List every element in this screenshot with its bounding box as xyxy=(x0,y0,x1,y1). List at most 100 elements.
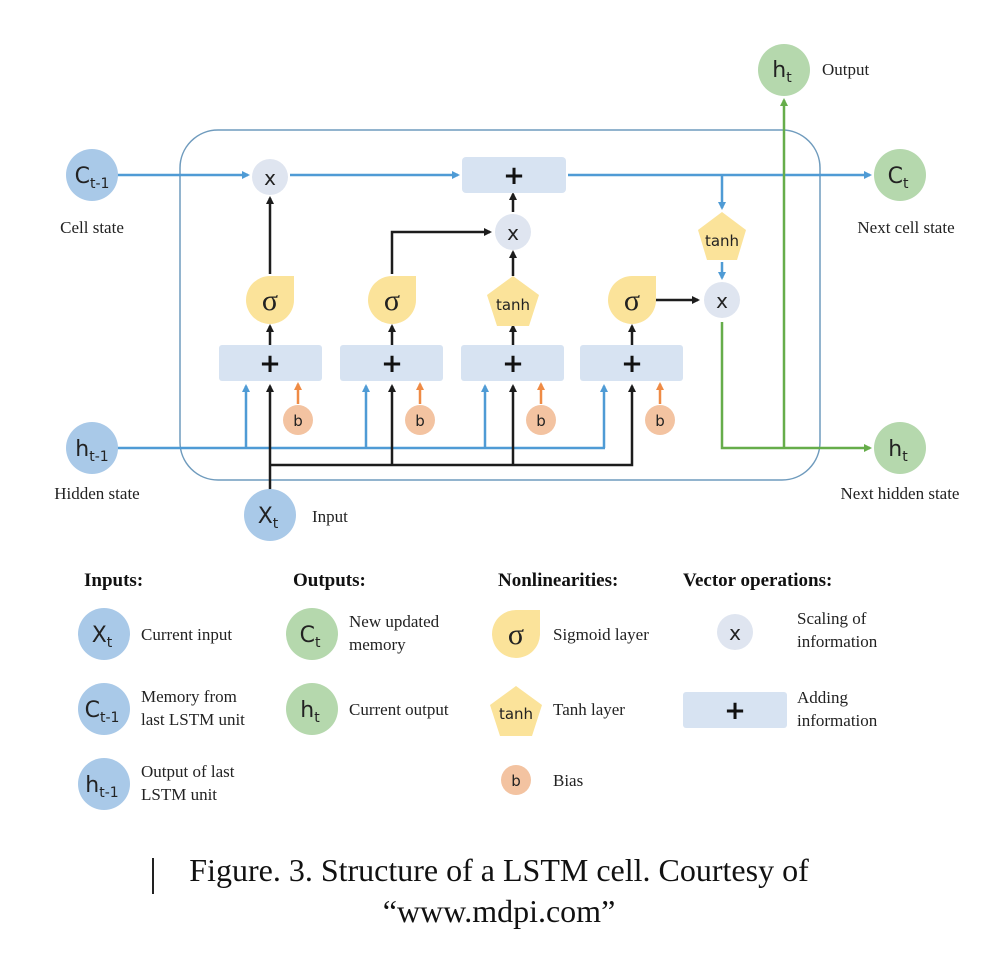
cell-state-label: Cell state xyxy=(60,218,124,237)
input-sigmoid-node: σ xyxy=(368,276,416,324)
input-label: Input xyxy=(312,507,348,526)
svg-text:+: + xyxy=(259,349,281,379)
caption-line-2: “www.mdpi.com” xyxy=(382,893,616,929)
h-next-node: ht xyxy=(874,422,926,474)
svg-text:Current output: Current output xyxy=(349,700,449,719)
legend-nonlinearities-title: Nonlinearities: xyxy=(498,570,618,591)
svg-text:tanh: tanh xyxy=(705,232,739,250)
legend-input-xt: Xt Current input xyxy=(78,608,232,660)
svg-text:b: b xyxy=(655,412,665,430)
input-add-block: + xyxy=(340,345,443,381)
c-prev-node: Ct-1 xyxy=(66,149,118,201)
h-prev-node: ht-1 xyxy=(66,422,118,474)
next-cell-state-label: Next cell state xyxy=(857,218,954,237)
svg-text:b: b xyxy=(293,412,303,430)
input-gate-line xyxy=(390,228,492,274)
svg-text:+: + xyxy=(621,349,643,379)
legend-outputs-title: Outputs: xyxy=(293,570,366,591)
svg-text:Memory from: Memory from xyxy=(141,687,237,706)
svg-text:σ: σ xyxy=(262,284,278,317)
svg-text:information: information xyxy=(797,632,878,651)
lstm-cell-boundary xyxy=(179,129,821,481)
svg-text:Xt: Xt xyxy=(92,623,113,651)
svg-text:Scaling of: Scaling of xyxy=(797,609,867,628)
output-label: Output xyxy=(822,60,870,79)
legend-scaling: x Scaling of information xyxy=(717,609,878,651)
svg-text:memory: memory xyxy=(349,635,406,654)
svg-text:New updated: New updated xyxy=(349,612,440,631)
svg-text:σ: σ xyxy=(624,284,640,317)
svg-text:Ct: Ct xyxy=(888,164,909,192)
legend-inputs-title: Inputs: xyxy=(84,570,143,591)
forget-sigmoid-node: σ xyxy=(246,276,294,324)
svg-text:Sigmoid layer: Sigmoid layer xyxy=(553,625,649,644)
svg-text:σ: σ xyxy=(384,284,400,317)
output-sigmoid-node: σ xyxy=(608,276,656,324)
svg-text:b: b xyxy=(511,772,521,790)
svg-text:tanh: tanh xyxy=(496,296,530,314)
svg-text:+: + xyxy=(502,349,524,379)
svg-text:Ct: Ct xyxy=(300,623,321,651)
svg-text:information: information xyxy=(797,711,878,730)
x-t-node: Xt xyxy=(244,489,296,541)
svg-text:+: + xyxy=(503,161,525,191)
text-cursor xyxy=(152,858,154,894)
bias-node-4: b xyxy=(645,405,675,435)
svg-text:Ct-1: Ct-1 xyxy=(75,164,110,192)
candidate-add-block: + xyxy=(461,345,564,381)
legend-sigmoid: σ Sigmoid layer xyxy=(492,610,649,658)
legend-bias: b Bias xyxy=(501,765,583,795)
svg-text:last LSTM unit: last LSTM unit xyxy=(141,710,245,729)
lstm-diagram: Ct-1 Cell state ht-1 Hidden state Xt Inp… xyxy=(54,44,960,810)
hidden-state-label: Hidden state xyxy=(54,484,139,503)
svg-text:ht: ht xyxy=(772,58,792,86)
svg-text:Current input: Current input xyxy=(141,625,232,644)
input-multiply-op: x xyxy=(495,214,531,250)
cell-add-op: + xyxy=(462,157,566,193)
svg-text:Output of last: Output of last xyxy=(141,762,235,781)
output-add-block: + xyxy=(580,345,683,381)
svg-text:Xt: Xt xyxy=(258,504,279,532)
bias-node-2: b xyxy=(405,405,435,435)
legend-vector-ops-title: Vector operations: xyxy=(683,570,832,591)
caption-line-1: Figure. 3. Structure of a LSTM cell. Cou… xyxy=(189,852,809,888)
bias-node-1: b xyxy=(283,405,313,435)
legend-output-ht: ht Current output xyxy=(286,683,449,735)
input-horizontal-line xyxy=(270,384,636,467)
legend-output-ct: Ct New updated memory xyxy=(286,608,440,660)
svg-text:ht: ht xyxy=(300,698,320,726)
candidate-tanh-node: tanh xyxy=(487,276,539,326)
svg-text:x: x xyxy=(716,289,728,313)
cell-tanh-node: tanh xyxy=(698,212,746,260)
forget-add-block: + xyxy=(219,345,322,381)
svg-text:ht: ht xyxy=(888,437,908,465)
svg-text:Tanh layer: Tanh layer xyxy=(553,700,625,719)
legend-input-cprev: Ct-1 Memory from last LSTM unit xyxy=(78,683,245,735)
svg-text:+: + xyxy=(724,696,746,726)
h-out-node: ht xyxy=(758,44,810,96)
svg-text:Bias: Bias xyxy=(553,771,583,790)
hidden-output-line xyxy=(720,322,872,452)
output-multiply-op: x xyxy=(704,282,740,318)
svg-text:Ct-1: Ct-1 xyxy=(85,698,120,726)
next-hidden-state-label: Next hidden state xyxy=(841,484,960,503)
forget-multiply-op: x xyxy=(252,159,288,195)
legend-input-hprev: ht-1 Output of last LSTM unit xyxy=(78,758,235,810)
svg-text:ht-1: ht-1 xyxy=(85,773,118,801)
c-t-node: Ct xyxy=(874,149,926,201)
svg-text:ht-1: ht-1 xyxy=(75,437,108,465)
svg-text:x: x xyxy=(729,621,741,645)
legend-tanh: tanh Tanh layer xyxy=(490,686,625,736)
svg-text:+: + xyxy=(381,349,403,379)
svg-text:x: x xyxy=(264,166,276,190)
svg-text:LSTM unit: LSTM unit xyxy=(141,785,217,804)
svg-text:σ: σ xyxy=(508,618,524,651)
bias-node-3: b xyxy=(526,405,556,435)
svg-text:Adding: Adding xyxy=(797,688,849,707)
legend-adding: + Adding information xyxy=(683,688,878,730)
svg-text:tanh: tanh xyxy=(499,705,533,723)
svg-text:b: b xyxy=(415,412,425,430)
svg-text:x: x xyxy=(507,221,519,245)
legend: Inputs: Xt Current input Ct-1 Memory fro… xyxy=(78,570,878,810)
